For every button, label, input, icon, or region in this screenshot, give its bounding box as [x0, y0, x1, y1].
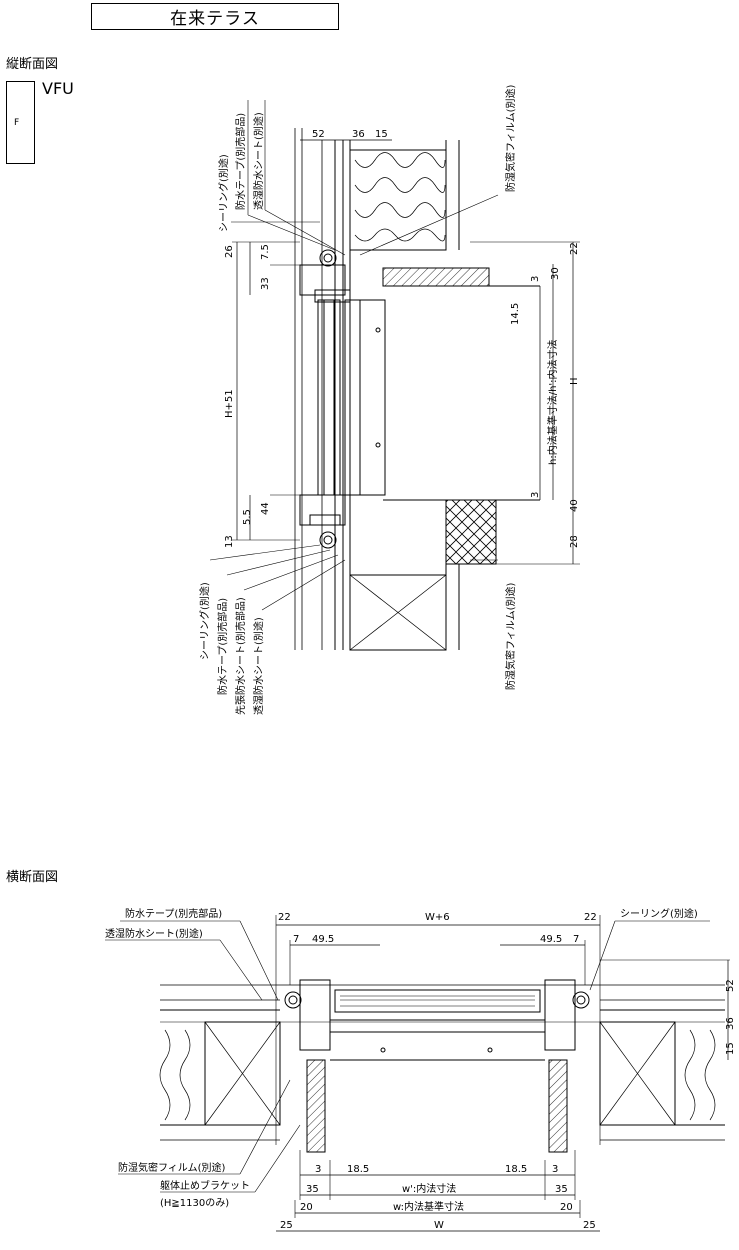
dim-left-h51: H+51 — [224, 389, 235, 418]
dim-b-20-left: 20 — [300, 1202, 313, 1213]
dim-h-15: 15 — [725, 1042, 736, 1055]
dim-left-5-5: 5.5 — [242, 509, 253, 525]
dim-top-36: 36 — [352, 129, 365, 140]
horizontal-labels: 防水テープ(別売部品) 透湿防水シート(別途) シーリング(別途) 防湿気密フィ… — [105, 907, 698, 1209]
dim-h-52: 52 — [725, 979, 736, 992]
label-waterproof-tape-top: 防水テープ(別売部品) — [234, 113, 247, 210]
horizontal-right-dimensions: 52 36 15 — [725, 979, 736, 1055]
dim-b-3-right: 3 — [552, 1164, 558, 1175]
dim-left-13: 13 — [224, 535, 235, 548]
dim-h-7-right: 7 — [573, 934, 579, 945]
dim-h-22-right: 22 — [584, 912, 597, 923]
label-sealing-top: シーリング(別途) — [217, 154, 230, 232]
dim-left-7-5: 7.5 — [260, 244, 271, 260]
label-sealing-bottom: シーリング(別途) — [198, 582, 211, 660]
label-vapor-film-top: 防湿気密フィルム(別途) — [504, 84, 517, 192]
dim-top-52: 52 — [312, 129, 325, 140]
dim-h-49-5-left: 49.5 — [312, 934, 334, 945]
dim-right-22: 22 — [569, 242, 580, 255]
vertical-top-dimensions: 52 36 15 — [312, 129, 388, 140]
dim-h-w6: W+6 — [425, 912, 450, 923]
legend-box — [6, 81, 35, 164]
label-breathable-sheet-top: 透湿防水シート(別途) — [252, 112, 265, 210]
dim-b-35-right: 35 — [555, 1184, 568, 1195]
dim-b-w: W — [434, 1220, 444, 1231]
vertical-top-labels: シーリング(別途) 防水テープ(別売部品) 透湿防水シート(別途) 防湿気密フィ… — [217, 84, 517, 232]
dim-left-26: 26 — [224, 245, 235, 258]
dim-left-33: 33 — [260, 277, 271, 290]
dim-right-14-5: 14.5 — [510, 303, 521, 325]
legend-letter: F — [14, 118, 20, 128]
horizontal-bottom-dimensions: 3 18.5 18.5 3 35 w':内法寸法 35 20 w:内法基準寸法 … — [280, 1164, 596, 1231]
vertical-left-dimensions: 26 7.5 33 H+51 44 5.5 13 — [224, 244, 271, 548]
dim-top-15: 15 — [375, 129, 388, 140]
dim-b-3-left: 3 — [315, 1164, 321, 1175]
dim-right-3-bottom: 3 — [530, 492, 541, 498]
dim-right-30: 30 — [550, 267, 561, 280]
label-h-bracket: 躯体止めブラケット — [160, 1179, 250, 1192]
label-h-breathable-sheet: 透湿防水シート(別途) — [105, 927, 203, 940]
dim-left-44: 44 — [260, 502, 271, 515]
dim-b-35-left: 35 — [306, 1184, 319, 1195]
dim-h-36: 36 — [725, 1017, 736, 1030]
label-h-waterproof-tape: 防水テープ(別売部品) — [125, 907, 222, 920]
dim-h-22-left: 22 — [278, 912, 291, 923]
label-breathable-sheet-bottom: 透湿防水シート(別途) — [252, 617, 265, 715]
model-name: VFU — [42, 79, 74, 98]
dim-h-49-5-right: 49.5 — [540, 934, 562, 945]
vertical-right-dimensions: 22 30 3 14.5 3 40 28 h:内法基準寸法/h':内法寸法 H — [510, 242, 580, 548]
vertical-bottom-labels: シーリング(別途) 防水テープ(別売部品) 先張防水シート(別売部品) 透湿防水… — [198, 582, 517, 715]
page-title: 在来テラス — [91, 3, 339, 30]
horizontal-top-dimensions: 22 W+6 22 7 49.5 49.5 7 — [278, 912, 597, 945]
dim-b-18-5-left: 18.5 — [347, 1164, 369, 1175]
dim-right-3-top: 3 — [530, 276, 541, 282]
dim-b-inner-base: w:内法基準寸法 — [393, 1200, 464, 1213]
horizontal-section-drawing — [105, 915, 730, 1232]
dim-b-18-5-right: 18.5 — [505, 1164, 527, 1175]
label-pre-sheet-bottom: 先張防水シート(別売部品) — [234, 597, 247, 715]
dim-b-25-right: 25 — [583, 1220, 596, 1231]
label-vapor-film-bottom: 防湿気密フィルム(別途) — [504, 582, 517, 690]
label-waterproof-tape-bottom: 防水テープ(別売部品) — [216, 598, 229, 695]
horizontal-section-heading: 横断面図 — [6, 870, 59, 885]
label-h-sealing: シーリング(別途) — [620, 907, 698, 920]
dim-b-20-right: 20 — [560, 1202, 573, 1213]
dim-b-inner-dim: w':内法寸法 — [402, 1182, 456, 1195]
dim-h-7-left: 7 — [293, 934, 299, 945]
vertical-section-drawing — [209, 100, 580, 651]
vertical-section-heading: 縦断面図 — [6, 57, 59, 72]
label-h-bracket-note: (H≧1130のみ) — [160, 1198, 229, 1209]
dim-b-25-left: 25 — [280, 1220, 293, 1231]
inner-dimension-label: h:内法基準寸法/h':内法寸法 — [546, 339, 559, 465]
dim-right-28: 28 — [569, 535, 580, 548]
height-label: H — [569, 377, 580, 385]
dim-right-40: 40 — [569, 499, 580, 512]
label-h-vapor-film: 防湿気密フィルム(別途) — [118, 1161, 226, 1174]
